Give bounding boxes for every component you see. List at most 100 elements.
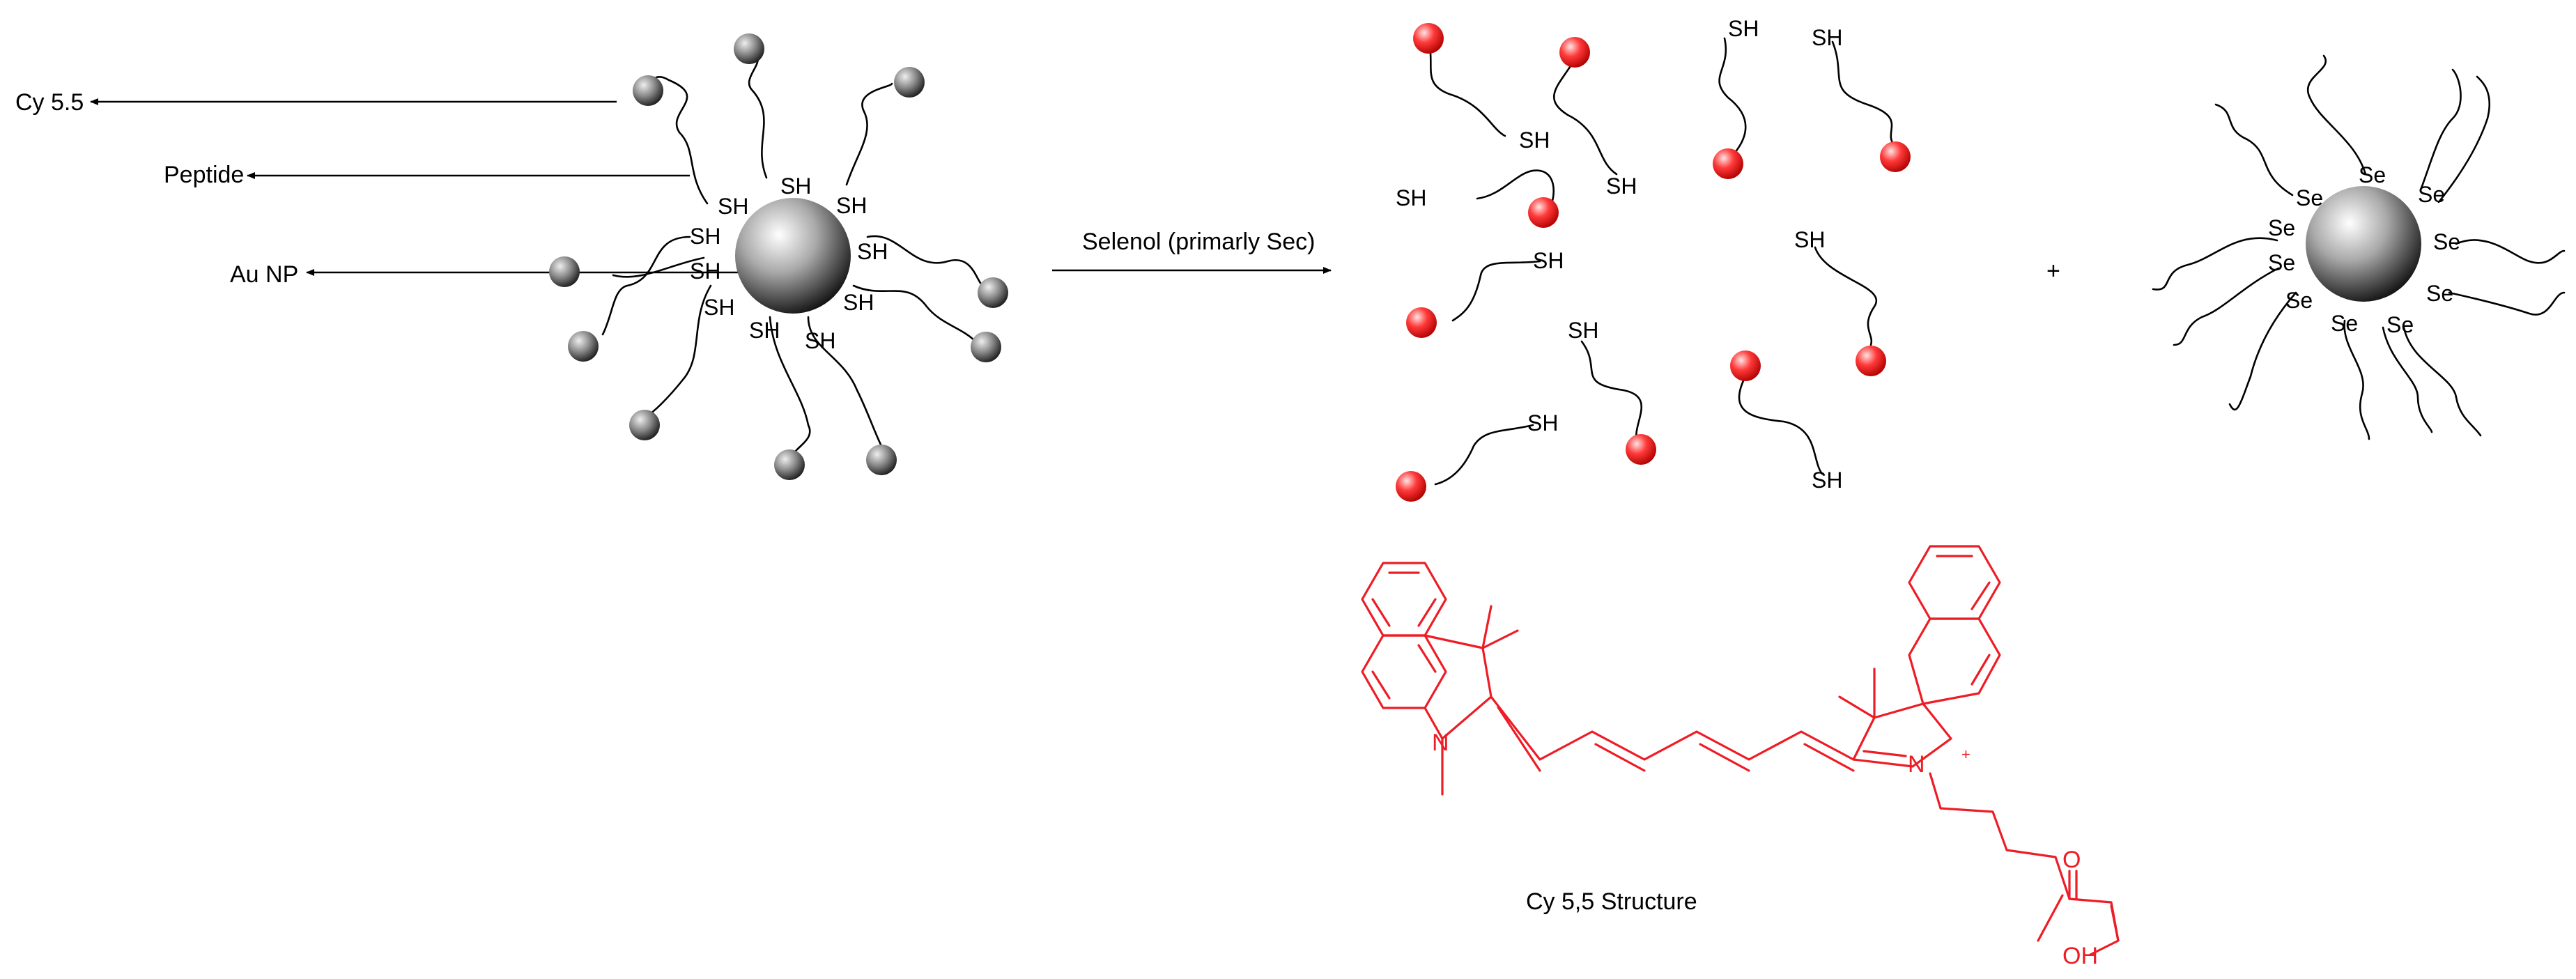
thiol-label: SH — [690, 224, 720, 249]
atom-nitrogen: N — [1908, 751, 1925, 778]
free-peptide-strand — [1580, 340, 1643, 444]
cy55-dye-sphere-red — [1396, 471, 1426, 502]
thiol-label: SH — [805, 328, 835, 353]
selenide-strand — [2152, 237, 2278, 291]
cy55-dye-sphere — [978, 277, 1008, 308]
free-peptide-strand — [1831, 40, 1897, 148]
thiol-label: SH — [1519, 128, 1550, 153]
cy55-label-arrow: Cy 5.5 — [15, 89, 617, 116]
thiol-label: SH — [1533, 248, 1564, 273]
free-peptide-strand — [1434, 424, 1534, 486]
selenide-strand — [2448, 291, 2566, 316]
thiol-label: SH — [704, 295, 734, 320]
right-nanoparticle-assembly: Se Se Se Se Se Se Se Se Se Se — [2152, 54, 2566, 440]
cy55-dye-sphere-red — [1559, 37, 1590, 68]
cy55-dye-sphere-red — [1856, 346, 1886, 376]
atom-oxygen: O — [2062, 847, 2081, 873]
thiol-label: SH — [1396, 185, 1426, 210]
cy55-dye-sphere-red — [1626, 434, 1656, 465]
cy55-label: Cy 5.5 — [15, 89, 84, 116]
selenide-label: Se — [2331, 311, 2358, 336]
reagent-label: Selenol (primarly Sec) — [1082, 229, 1315, 255]
selenide-label: Se — [2268, 250, 2295, 275]
thiol-label: SH — [836, 193, 867, 218]
peptide-strand — [748, 47, 768, 179]
cy55-dye-sphere-red — [1730, 350, 1761, 381]
selenide-strand — [2437, 75, 2491, 203]
thiol-label: SH — [718, 194, 748, 219]
atom-nitrogen: N — [1432, 730, 1449, 756]
cy55-chemical-structure: N N + O OH Cy 5,5 Structure — [1361, 545, 2120, 969]
atom-hydroxyl: OH — [2062, 943, 2098, 969]
selenide-label: Se — [2418, 182, 2445, 207]
free-peptide-strand — [1738, 375, 1823, 475]
selenide-label: Se — [2296, 185, 2323, 210]
thiol-label: SH — [1812, 468, 1842, 493]
selenide-strand — [2307, 54, 2367, 176]
selenide-strand — [2403, 326, 2482, 437]
cy55-dye-sphere-red — [1413, 23, 1444, 54]
cy55-dye-sphere — [894, 67, 925, 98]
cy55-dye-sphere — [734, 33, 764, 64]
peptide-strand — [845, 82, 893, 186]
selenide-strand — [2173, 267, 2280, 346]
free-peptide-strand — [1718, 37, 1747, 162]
selenide-label: Se — [2426, 281, 2453, 306]
selenide-strand — [2455, 239, 2566, 264]
thiol-label: SH — [1794, 227, 1825, 252]
cy55-dye-sphere-red — [1880, 141, 1911, 172]
peptide-label: Peptide — [164, 162, 244, 188]
peptide-label-arrow: Peptide — [164, 162, 690, 188]
thiol-label: SH — [1606, 174, 1637, 199]
gold-nanoparticle — [2306, 186, 2421, 302]
thiol-label: SH — [690, 259, 720, 284]
reaction-arrow: Selenol (primarly Sec) — [1052, 229, 1332, 274]
peptide-strand — [601, 236, 691, 336]
thiol-label: SH — [1568, 318, 1598, 343]
peptide-strand — [643, 284, 712, 419]
selenide-strand — [2214, 103, 2294, 196]
cy55-dye-sphere — [629, 410, 660, 440]
benzene-ring — [1908, 545, 2001, 620]
cy55-dye-sphere — [971, 332, 1001, 362]
cy55-dye-sphere — [866, 445, 897, 475]
released-strands: SH SH SH SH SH SH SH SH SH SH — [1396, 16, 1911, 502]
cy55-dye-sphere — [774, 449, 805, 480]
left-nanoparticle-assembly: Cy 5.5 Peptide Au NP SH SH SH SH SH SH S… — [15, 33, 1008, 480]
carboxylic-acid-chain — [1929, 772, 2120, 956]
selenide-strand — [2420, 68, 2462, 190]
free-peptide-strand — [1427, 39, 1506, 137]
thiol-label: SH — [749, 318, 780, 343]
gold-nanoparticle — [735, 198, 851, 314]
selenide-strand — [2382, 326, 2433, 433]
cy55-dye-sphere — [633, 75, 663, 106]
thiol-label: SH — [780, 174, 811, 199]
thiol-label: SH — [1527, 410, 1558, 435]
cy55-dye-sphere-red — [1528, 197, 1559, 228]
cy55-dye-sphere — [568, 331, 599, 362]
peptide-strand — [807, 316, 883, 447]
cy55-dye-sphere — [549, 256, 580, 287]
thiol-label: SH — [843, 290, 874, 315]
plus-sign: + — [2046, 258, 2060, 284]
selenide-strand — [2228, 291, 2297, 411]
peptide-strand — [866, 235, 984, 287]
free-peptide-strand — [1451, 260, 1541, 322]
selenide-label: Se — [2386, 312, 2414, 337]
cy55-dye-sphere-red — [1406, 307, 1437, 338]
structure-caption: Cy 5,5 Structure — [1526, 888, 1697, 915]
aunp-label-arrow: Au NP — [230, 261, 770, 288]
peptide-strand — [769, 316, 811, 458]
cy55-dye-sphere-red — [1713, 148, 1743, 179]
polymethine-chain — [1490, 695, 1855, 761]
aunp-label: Au NP — [230, 261, 298, 288]
thiol-label: SH — [857, 239, 888, 264]
peptide-strand — [852, 284, 977, 343]
selenide-strand — [2343, 319, 2370, 440]
thiol-label: SH — [1728, 16, 1759, 41]
free-peptide-strand — [1553, 58, 1618, 176]
atom-charge: + — [1961, 746, 1970, 763]
benzene-ring — [1361, 634, 1447, 709]
selenide-label: Se — [2359, 162, 2386, 187]
